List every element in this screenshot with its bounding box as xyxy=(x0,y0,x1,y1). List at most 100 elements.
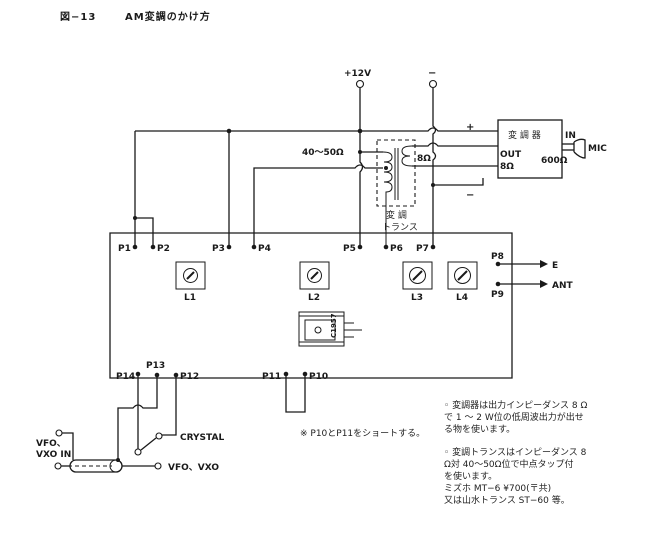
transformer-primary-coil xyxy=(382,151,393,245)
negative-terminal[interactable] xyxy=(428,79,438,89)
pin-p3-label: P3 xyxy=(212,244,225,254)
modulator-plus: + xyxy=(466,122,474,133)
switch-common-terminal[interactable] xyxy=(134,448,142,456)
note-line: Ω対 40〜50Ω位で中点タップ付 xyxy=(444,458,574,470)
plus-12v-wire xyxy=(359,88,364,245)
junction-dot xyxy=(357,128,363,134)
primary-impedance-label: 40〜50Ω xyxy=(302,148,344,158)
plus-12v-terminal[interactable] xyxy=(355,79,365,89)
note-2: ◦ 変調トランスはインピーダンス 8 Ω対 40〜50Ω位で中点タップ付 を使い… xyxy=(444,446,587,506)
coil-l1-label: L1 xyxy=(184,293,196,303)
p4-wire xyxy=(253,164,383,245)
pin-p1[interactable] xyxy=(132,244,138,250)
p13-wire xyxy=(117,375,158,462)
pin-p9-label: P9 xyxy=(491,290,504,300)
crystal-label: CRYSTAL xyxy=(180,433,224,443)
pin-p5-label: P5 xyxy=(343,244,356,254)
pin-p10-label: P10 xyxy=(309,372,328,382)
p12-wire xyxy=(162,375,177,436)
note-line: ◦ 変調器は出力インピーダンス 8 Ω xyxy=(444,399,587,411)
pin-p6[interactable] xyxy=(383,244,389,250)
coil-l2-label: L2 xyxy=(308,293,320,303)
pin-p12-label: P12 xyxy=(180,372,199,382)
transistor-c1957: C1957 xyxy=(298,311,362,347)
top-bus-wire xyxy=(135,127,498,132)
mic-label: MIC xyxy=(588,144,607,154)
board-outline xyxy=(109,232,513,379)
p1-p2-jumper xyxy=(135,217,154,245)
trimmer-slot-icon xyxy=(183,268,198,283)
p10-p11-short-wire xyxy=(285,374,306,413)
pin-p13-label: P13 xyxy=(146,361,165,371)
e-output-label: E xyxy=(552,261,558,271)
pin-p14-label: P14 xyxy=(116,372,135,382)
note-line: ◦ 変調トランスはインピーダンス 8 xyxy=(444,446,587,458)
short-note: ※ P10とP11をショートする。 xyxy=(300,428,425,439)
pin-p7[interactable] xyxy=(430,244,436,250)
figure-title: AM変調のかけ方 xyxy=(125,10,211,23)
note-line: を使います。 xyxy=(444,470,497,482)
coil-l4[interactable] xyxy=(447,261,478,290)
ant-output-label: ANT xyxy=(552,281,573,291)
vfo-in-shield-terminal[interactable] xyxy=(55,429,63,437)
e-arrow-icon xyxy=(540,260,548,268)
figure-number: 図−13 xyxy=(60,11,96,23)
pin-p1-label: P1 xyxy=(118,244,131,254)
transformer-secondary-coil xyxy=(401,145,413,167)
modulator-in-label: IN xyxy=(565,131,576,141)
pin-p2-label: P2 xyxy=(157,244,170,254)
center-tap-dot xyxy=(384,166,388,170)
negative-label: − xyxy=(428,68,436,79)
coil-l4-label: L4 xyxy=(456,293,468,303)
pin-p2[interactable] xyxy=(150,244,156,250)
coil-l2[interactable] xyxy=(299,261,330,290)
modulator-label: 変 調 器 xyxy=(508,129,541,141)
transformer-box xyxy=(376,139,416,207)
note-line: 又は山水トランス ST−60 等。 xyxy=(444,494,570,506)
modulator-out-label: OUT xyxy=(500,150,522,160)
trimmer-slot-icon xyxy=(409,267,426,284)
modulator-minus-wire xyxy=(433,178,484,186)
modulator-box xyxy=(497,119,563,179)
vfo-vxo-label: VFO、VXO xyxy=(168,463,219,473)
junction-dot xyxy=(431,183,435,187)
transformer-label-1: 変 調 xyxy=(386,209,407,221)
vfo-in-shield-wire xyxy=(62,432,74,460)
pin-p11-label: P11 xyxy=(262,372,281,382)
crystal-terminal[interactable] xyxy=(155,432,163,440)
trimmer-slot-icon xyxy=(307,268,322,283)
pin-p6-label: P6 xyxy=(390,244,403,254)
selector-switch[interactable] xyxy=(140,437,157,451)
transistor-label: C1957 xyxy=(330,313,338,338)
note-line: る物を使います。 xyxy=(444,423,515,435)
vfo-in-terminal[interactable] xyxy=(54,462,62,470)
pin-p4[interactable] xyxy=(251,244,257,250)
ant-arrow-icon xyxy=(540,280,548,288)
pin-p7-label: P7 xyxy=(416,244,429,254)
coil-l3-label: L3 xyxy=(411,293,423,303)
trimmer-slot-icon xyxy=(454,267,471,284)
secondary-impedance-label: 8Ω xyxy=(417,154,431,164)
microphone-icon xyxy=(573,138,586,159)
modulator-minus: − xyxy=(466,190,474,201)
pin-p3[interactable] xyxy=(226,244,232,250)
coil-l1[interactable] xyxy=(175,261,206,290)
note-1: ◦ 変調器は出力インピーダンス 8 Ω で 1 〜 2 W位の低周波出力が出せ … xyxy=(444,399,587,435)
pin-p4-label: P4 xyxy=(258,244,271,254)
coil-l3[interactable] xyxy=(402,261,433,290)
pin-p8-label: P8 xyxy=(491,252,504,262)
note-line: ミズホ MT−6 ¥700(〒共) xyxy=(444,482,551,494)
pin-p5[interactable] xyxy=(357,244,363,250)
plus-12v-label: +12V xyxy=(344,69,371,79)
modulator-in-impedance: 600Ω xyxy=(541,156,568,166)
note-line: で 1 〜 2 W位の低周波出力が出せ xyxy=(444,411,584,423)
secondary-out-wire-1 xyxy=(412,142,498,147)
junction-dot xyxy=(116,458,120,462)
transformer-label-2: トランス xyxy=(382,222,418,233)
vfo-in-label-2: VXO IN xyxy=(36,450,71,460)
modulator-out-impedance: 8Ω xyxy=(500,162,514,172)
vfo-vxo-terminal[interactable] xyxy=(154,462,162,470)
vfo-in-label-1: VFO、 xyxy=(36,439,66,449)
junction-dot xyxy=(133,216,137,220)
